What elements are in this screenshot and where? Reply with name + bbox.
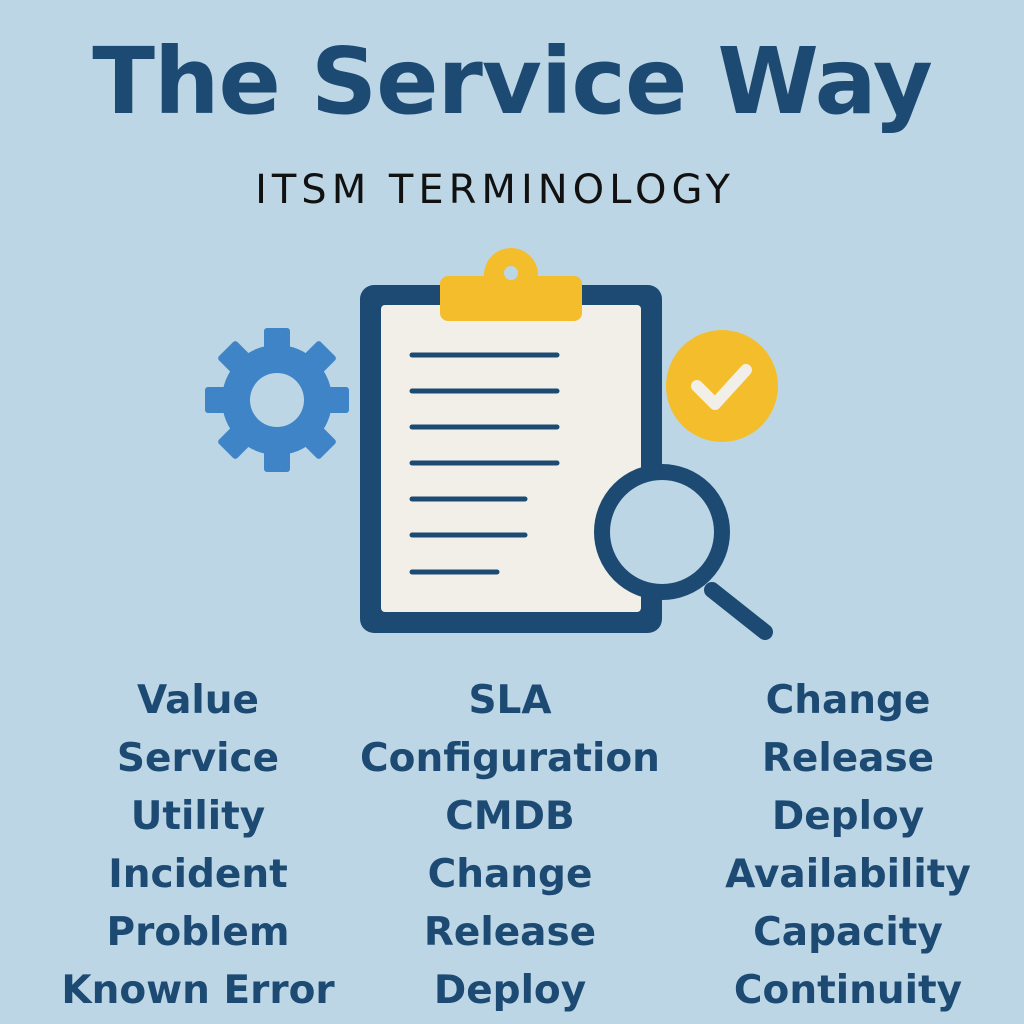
checkmark-badge-icon xyxy=(666,330,778,442)
term: Change xyxy=(765,678,931,723)
term: Change xyxy=(427,852,593,897)
term: SLA xyxy=(468,678,552,723)
illustration xyxy=(205,248,778,640)
term: Known Error xyxy=(61,968,335,1013)
magnifying-glass-icon xyxy=(594,464,773,640)
term: Capacity xyxy=(753,910,943,955)
terms-column-3: Change Release Deploy Availability Capac… xyxy=(698,672,998,1020)
gear-icon xyxy=(205,328,349,472)
term: Configuration xyxy=(360,736,660,781)
term: Value xyxy=(137,678,259,723)
term: Service xyxy=(116,736,280,781)
terms-grid: Value Service Utility Incident Problem K… xyxy=(0,672,1024,1024)
term: Utility xyxy=(130,794,266,839)
term: Deploy xyxy=(771,794,925,839)
page-title: The Service Way xyxy=(92,28,933,135)
terms-column-2: SLA Configuration CMDB Change Release De… xyxy=(360,672,660,1020)
clipboard-icon xyxy=(360,248,662,633)
term: Release xyxy=(761,736,935,781)
terms-column-1: Value Service Utility Incident Problem K… xyxy=(48,672,348,1020)
term: CMDB xyxy=(445,794,575,839)
page-subtitle: ITSM TERMINOLOGY xyxy=(255,167,735,213)
term: Availability xyxy=(725,852,971,897)
term: Continuity xyxy=(733,968,963,1013)
term: Incident xyxy=(108,852,288,897)
term: Deploy xyxy=(433,968,587,1013)
term: Release xyxy=(423,910,597,955)
term: Problem xyxy=(106,910,290,955)
